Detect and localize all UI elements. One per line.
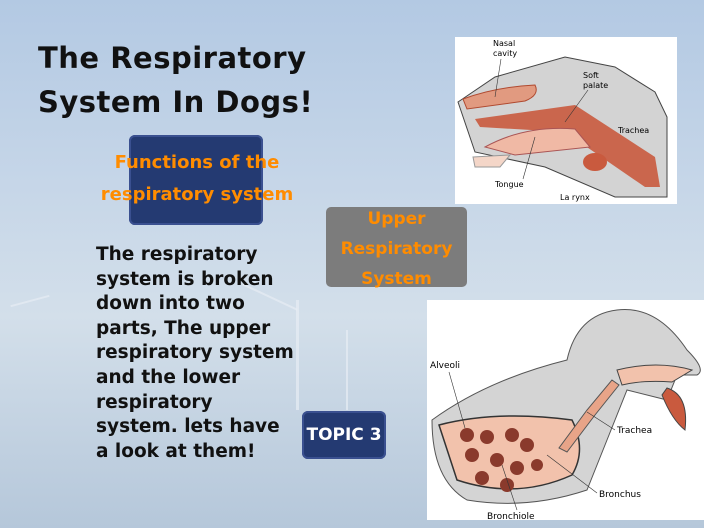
label-tongue: Tongue: [494, 180, 524, 189]
functions-label-line: respiratory system: [100, 184, 294, 205]
label-trachea: Trachea: [616, 426, 652, 436]
topic-3-button[interactable]: TOPIC 3: [302, 411, 386, 459]
label-palate: palate: [583, 81, 608, 90]
label-bronchiole: Bronchiole: [487, 512, 535, 520]
label-cavity: cavity: [493, 49, 517, 58]
label-soft: Soft: [583, 71, 599, 80]
topic-label: TOPIC 3: [306, 425, 382, 445]
upper-label-line: System: [361, 269, 432, 289]
label-alveoli: Alveoli: [430, 361, 460, 371]
label-nasal: Nasal: [493, 39, 515, 48]
title-line-1: The Respiratory: [38, 41, 307, 75]
slide-title: The Respiratory System In Dogs!: [38, 36, 313, 124]
upper-respiratory-diagram: Nasal cavity Soft palate Trachea Tongue …: [455, 37, 677, 204]
wind-turbine: [296, 300, 299, 410]
lower-respiratory-diagram: Alveoli Trachea Bronchus Bronchiole: [427, 300, 704, 522]
upper-respiratory-button[interactable]: Upper Respiratory System: [326, 207, 467, 289]
upper-label-line: Respiratory: [340, 239, 453, 259]
label-bronchus: Bronchus: [599, 490, 641, 500]
label-larynx: La rynx: [560, 193, 590, 202]
functions-button-label[interactable]: Functions of the respiratory system: [96, 147, 298, 211]
functions-button[interactable]: [129, 135, 263, 225]
title-line-2: System In Dogs!: [38, 85, 314, 119]
wind-turbine: [346, 330, 348, 410]
functions-label-line: Functions of the: [114, 152, 280, 173]
wind-turbine: [10, 294, 50, 308]
body-text: The respiratory system is broken down in…: [96, 244, 294, 462]
label-trachea: Trachea: [617, 126, 649, 135]
upper-label-line: Upper: [367, 209, 426, 229]
